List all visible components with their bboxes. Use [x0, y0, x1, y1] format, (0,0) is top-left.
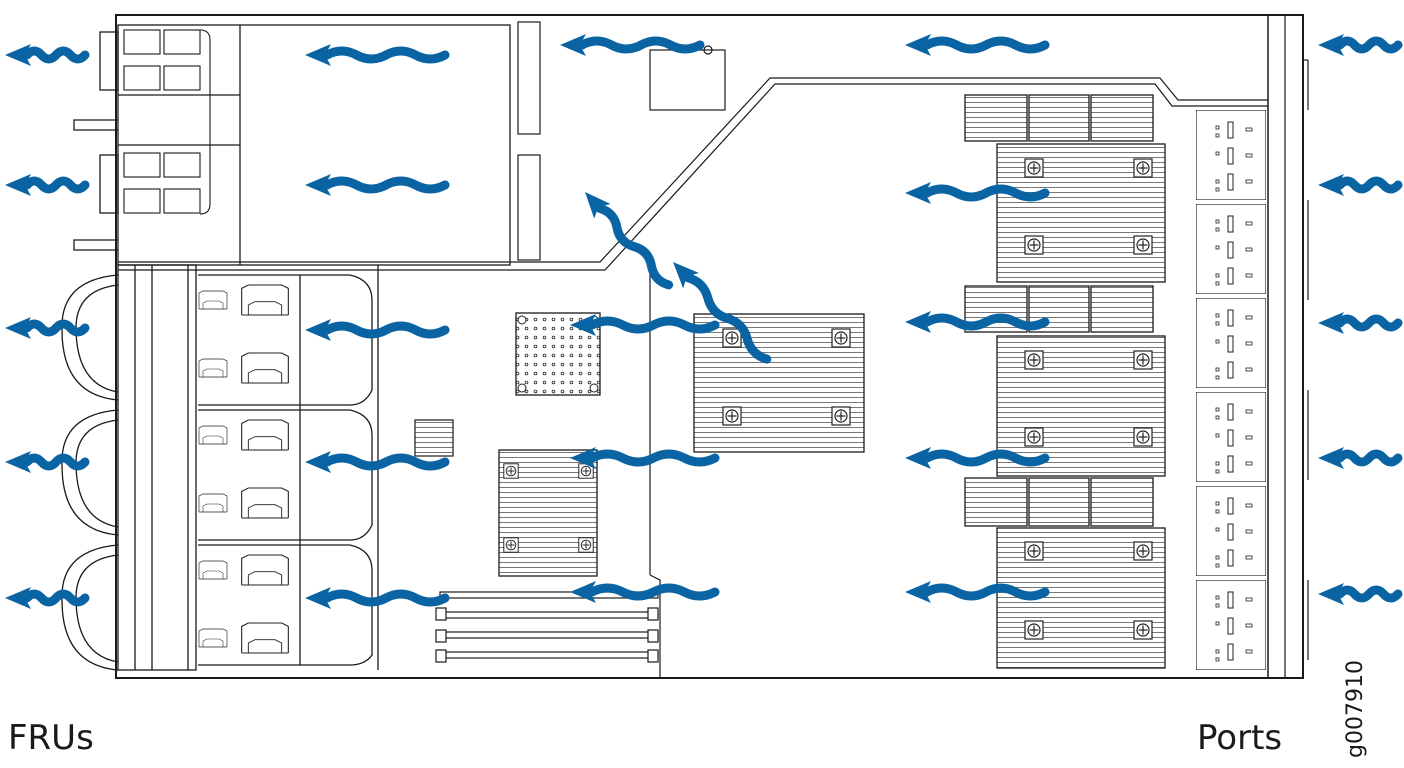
- airflow-arrow: [1318, 583, 1403, 605]
- power-supply-bay: [73, 24, 511, 266]
- airflow-arrow: [5, 451, 90, 473]
- airflow-arrow: [1318, 447, 1403, 469]
- airflow-arrow: [5, 174, 90, 196]
- airflow-arrow: [570, 581, 720, 603]
- airflow-arrow: [305, 587, 450, 609]
- airflow-arrow: [5, 44, 90, 66]
- port-cages: [1196, 110, 1266, 670]
- fan-latches: [198, 284, 289, 654]
- airflow-arrow: [1318, 34, 1403, 56]
- airflow-arrow: [560, 34, 705, 56]
- airflow-arrow: [673, 262, 772, 364]
- airflow-arrow: [305, 451, 450, 473]
- airflow-arrow: [305, 174, 450, 196]
- airflow-arrow: [570, 314, 720, 336]
- airflow-arrows: [5, 34, 1403, 609]
- airflow-arrow: [905, 447, 1050, 469]
- heatsinks-right: [964, 94, 1166, 669]
- airflow-arrow: [5, 587, 90, 609]
- chassis-outline: [115, 14, 1309, 679]
- airflow-arrow: [305, 44, 450, 66]
- air-baffle: [118, 21, 1268, 678]
- airflow-arrow: [905, 182, 1050, 204]
- heatsink-center: [693, 313, 865, 453]
- airflow-arrow: [1318, 312, 1403, 334]
- memory-slots: [435, 591, 659, 663]
- airflow-arrow: [905, 581, 1050, 603]
- airflow-arrow: [305, 319, 450, 341]
- heatsink-small: [498, 449, 598, 577]
- airflow-arrow: [5, 317, 90, 339]
- ports-label: Ports: [1197, 718, 1283, 758]
- frus-label: FRUs: [8, 718, 94, 758]
- small-chip: [414, 419, 454, 457]
- airflow-arrow: [905, 311, 1050, 333]
- airflow-arrow: [905, 34, 1050, 56]
- figure-id-label: g007910: [1343, 660, 1368, 758]
- airflow-arrow: [585, 192, 674, 290]
- airflow-arrow: [570, 447, 720, 469]
- airflow-arrow: [1318, 174, 1403, 196]
